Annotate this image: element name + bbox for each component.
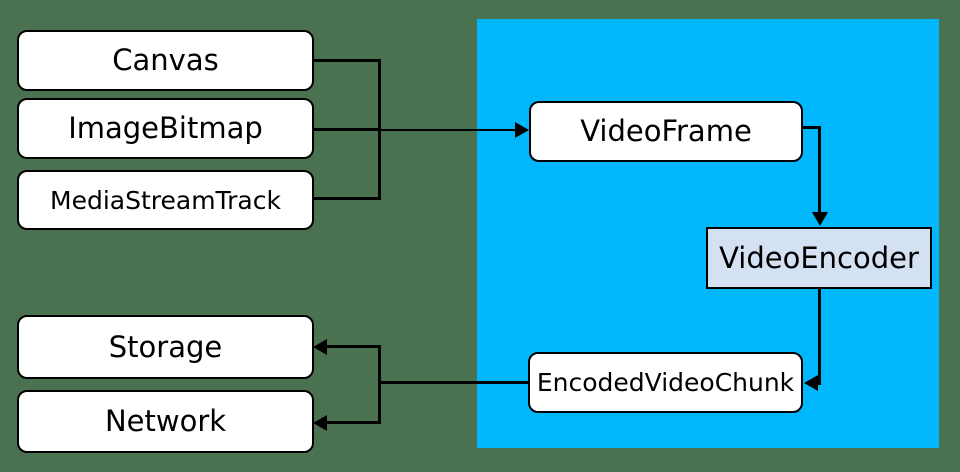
node-media-stream-track-label: MediaStreamTrack [50,185,281,215]
node-storage: Storage [17,315,314,379]
connector-mediastreamtrack-to-bus [314,197,380,200]
node-canvas-label: Canvas [112,43,219,77]
node-media-stream-track: MediaStreamTrack [17,170,314,230]
connector-sinks-bus [378,345,381,424]
node-network-label: Network [104,404,227,438]
arrowhead-into-network-icon [313,415,327,431]
node-storage-label: Storage [108,329,223,364]
node-canvas: Canvas [17,30,314,91]
node-image-bitmap-label: ImageBitmap [68,111,263,145]
arrowhead-into-videoencoder-icon [812,212,828,226]
connector-bus-to-storage [327,345,380,348]
node-network: Network [17,390,314,453]
connector-chunk-to-bus [380,381,528,384]
node-encoded-video-chunk: EncodedVideoChunk [528,352,803,413]
connector-videoframe-to-encoder [818,126,821,212]
connector-sources-bus [378,59,381,200]
arrowhead-into-storage-icon [313,339,327,355]
node-image-bitmap: ImageBitmap [17,98,314,159]
connector-canvas-to-bus [314,59,380,62]
node-video-encoder: VideoEncoder [706,227,932,289]
node-video-frame: VideoFrame [529,101,803,162]
connector-imagebitmap-to-bus [314,128,380,131]
node-encoded-video-chunk-label: EncodedVideoChunk [536,368,795,397]
connector-bus-to-videoframe [380,129,516,131]
node-video-frame-label: VideoFrame [580,114,752,148]
connector-videoframe-exit [803,126,821,129]
arrowhead-into-videoframe-icon [515,122,529,138]
connector-bus-to-network [327,421,380,424]
arrowhead-into-encodedchunk-icon [804,375,818,391]
node-video-encoder-label: VideoEncoder [719,240,919,275]
connector-encoder-to-chunk [818,289,821,385]
